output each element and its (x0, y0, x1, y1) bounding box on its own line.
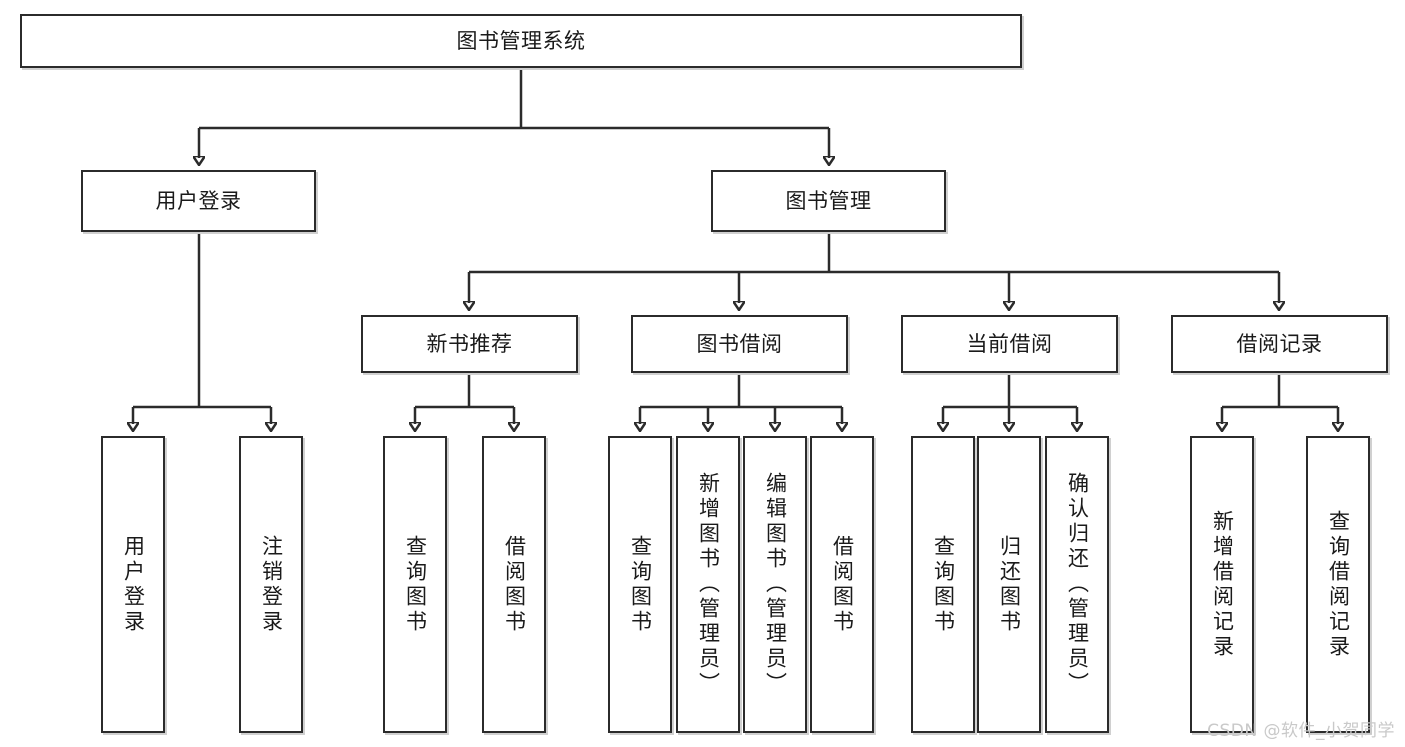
leaf-borrow-book[interactable]: 借阅图书 (810, 436, 874, 733)
node-user-login-label: 用户登录 (155, 188, 242, 213)
leaf-borrow-book-recommend[interactable]: 借阅图书 (482, 436, 546, 733)
node-book-borrow[interactable]: 图书借阅 (631, 315, 848, 373)
node-user-login[interactable]: 用户登录 (81, 170, 316, 232)
leaf-add-borrow-record[interactable]: 新增借阅记录 (1190, 436, 1254, 733)
leaf-return-book[interactable]: 归还图书 (977, 436, 1041, 733)
node-current-borrow-label: 当前借阅 (966, 331, 1053, 356)
leaf-query-borrow-record-label: 查询借阅记录 (1326, 509, 1351, 660)
leaf-query-borrow-record[interactable]: 查询借阅记录 (1306, 436, 1370, 733)
leaf-borrow-book-recommend-label: 借阅图书 (502, 534, 527, 635)
leaf-confirm-return-admin[interactable]: 确认归还（管理员） (1045, 436, 1109, 733)
node-new-book-recommend-label: 新书推荐 (426, 331, 513, 356)
leaf-add-book-admin-label: 新增图书（管理员） (696, 472, 721, 697)
leaf-query-book-borrow[interactable]: 查询图书 (608, 436, 672, 733)
leaf-confirm-return-admin-label: 确认归还（管理员） (1065, 472, 1090, 697)
leaf-query-book-current-label: 查询图书 (931, 534, 956, 635)
leaf-edit-book-admin[interactable]: 编辑图书（管理员） (743, 436, 807, 733)
leaf-user-login[interactable]: 用户登录 (101, 436, 165, 733)
leaf-logout-label: 注销登录 (259, 534, 284, 635)
node-book-management-label: 图书管理 (785, 188, 872, 213)
leaf-query-book-current[interactable]: 查询图书 (911, 436, 975, 733)
node-root-label: 图书管理系统 (456, 28, 586, 53)
leaf-return-book-label: 归还图书 (997, 534, 1022, 635)
node-borrow-record[interactable]: 借阅记录 (1171, 315, 1388, 373)
watermark-text: CSDN @软件_小贺同学 (1207, 721, 1395, 741)
node-book-borrow-label: 图书借阅 (696, 331, 783, 356)
leaf-user-login-label: 用户登录 (121, 534, 146, 635)
leaf-borrow-book-label: 借阅图书 (830, 534, 855, 635)
leaf-query-book-recommend-label: 查询图书 (403, 534, 428, 635)
node-new-book-recommend[interactable]: 新书推荐 (361, 315, 578, 373)
leaf-logout[interactable]: 注销登录 (239, 436, 303, 733)
node-book-management[interactable]: 图书管理 (711, 170, 946, 232)
leaf-add-borrow-record-label: 新增借阅记录 (1210, 509, 1235, 660)
node-root[interactable]: 图书管理系统 (20, 14, 1022, 68)
leaf-add-book-admin[interactable]: 新增图书（管理员） (676, 436, 740, 733)
leaf-edit-book-admin-label: 编辑图书（管理员） (763, 472, 788, 697)
leaf-query-book-recommend[interactable]: 查询图书 (383, 436, 447, 733)
leaf-query-book-borrow-label: 查询图书 (628, 534, 653, 635)
node-borrow-record-label: 借阅记录 (1236, 331, 1323, 356)
node-current-borrow[interactable]: 当前借阅 (901, 315, 1118, 373)
